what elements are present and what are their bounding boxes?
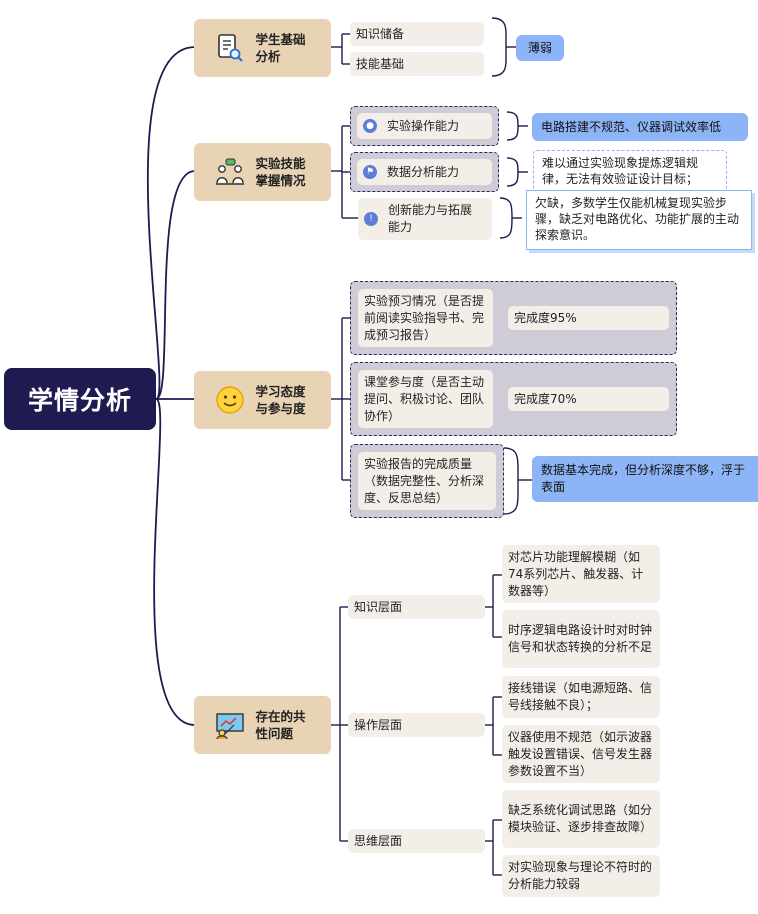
skill-data-analysis[interactable]: ⚑ 数据分析能力 xyxy=(350,152,499,192)
problem-operation[interactable]: 操作层面 xyxy=(348,713,485,737)
branch-title: 学习态度与参与度 xyxy=(255,384,306,416)
skill-innovation[interactable]: ! 创新能力与拓展能力 xyxy=(358,198,492,240)
problem-knowledge-item[interactable]: 对芯片功能理解模糊（如74系列芯片、触发器、计数器等） xyxy=(502,545,660,603)
leaf-knowledge-reserve[interactable]: 知识储备 xyxy=(350,22,484,46)
skill-label: 实验操作能力 xyxy=(387,118,460,133)
lightbulb-icon: ! xyxy=(364,212,378,226)
branch-attitude[interactable]: 学习态度与参与度 xyxy=(194,371,331,429)
document-search-icon xyxy=(214,32,246,64)
attitude-preview[interactable]: 实验预习情况（是否提前阅读实验指导书、完成预习报告） xyxy=(358,289,493,347)
branch-student-basics[interactable]: 学生基础分析 xyxy=(194,19,331,77)
teacher-student-icon xyxy=(214,156,246,188)
branch-title: 存在的共性问题 xyxy=(255,709,306,741)
problem-thinking-item[interactable]: 对实验现象与理论不符时的分析能力较弱 xyxy=(502,855,660,897)
attitude-participation[interactable]: 课堂参与度（是否主动提问、积极讨论、团队协作） xyxy=(358,370,493,428)
smiley-icon xyxy=(214,384,246,416)
problem-knowledge[interactable]: 知识层面 xyxy=(348,595,485,619)
branch-title: 学生基础分析 xyxy=(255,32,306,64)
flag-circle-icon: ⚑ xyxy=(363,165,377,179)
note-lab-operation[interactable]: 电路搭建不规范、仪器调试效率低 xyxy=(532,113,748,141)
problem-knowledge-item[interactable]: 时序逻辑电路设计时对时钟信号和状态转换的分析不足 xyxy=(502,610,660,668)
note-data-analysis[interactable]: 难以通过实验现象提炼逻辑规律，无法有效验证设计目标； xyxy=(533,150,727,194)
attitude-participation-value[interactable]: 完成度70% xyxy=(508,387,669,411)
problem-thinking-item[interactable]: 缺乏系统化调试思路（如分模块验证、逐步排查故障） xyxy=(502,790,660,848)
skill-lab-operation[interactable]: ● 实验操作能力 xyxy=(350,106,499,146)
attitude-report-value[interactable]: 数据基本完成，但分析深度不够，浮于表面 xyxy=(532,456,758,502)
summary-weak[interactable]: 薄弱 xyxy=(516,35,564,61)
problem-thinking[interactable]: 思维层面 xyxy=(348,829,485,853)
skill-label: 创新能力与拓展能力 xyxy=(388,203,473,234)
presentation-board-icon xyxy=(214,709,246,741)
attitude-report[interactable]: 实验报告的完成质量（数据完整性、分析深度、反思总结） xyxy=(358,452,496,510)
branch-common-problems[interactable]: 存在的共性问题 xyxy=(194,696,331,754)
root-title[interactable]: 学情分析 xyxy=(4,368,156,430)
branch-title: 实验技能掌握情况 xyxy=(255,156,306,188)
problem-operation-item[interactable]: 仪器使用不规范（如示波器触发设置错误、信号发生器参数设置不当） xyxy=(502,725,660,783)
user-circle-icon: ● xyxy=(363,119,377,133)
attitude-preview-value[interactable]: 完成度95% xyxy=(508,306,669,330)
skill-label: 数据分析能力 xyxy=(387,164,460,179)
note-innovation[interactable]: 欠缺，多数学生仅能机械复现实验步骤，缺乏对电路优化、功能扩展的主动探索意识。 xyxy=(526,190,752,250)
branch-lab-skills[interactable]: 实验技能掌握情况 xyxy=(194,143,331,201)
leaf-skill-basics[interactable]: 技能基础 xyxy=(350,52,484,76)
problem-operation-item[interactable]: 接线错误（如电源短路、信号线接触不良）； xyxy=(502,676,660,718)
